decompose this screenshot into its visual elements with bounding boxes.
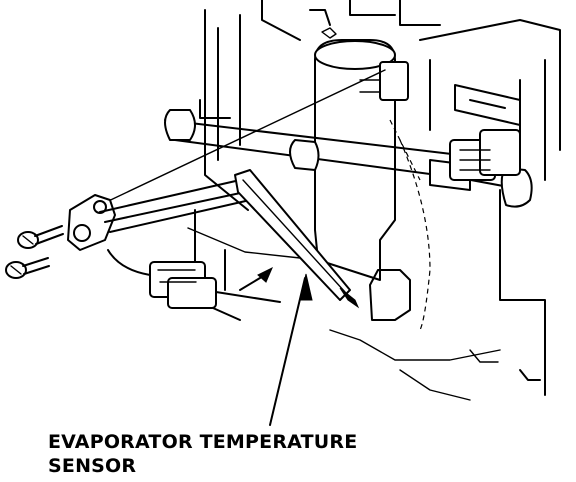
- screw-upper-icon: [17, 225, 64, 249]
- evaporator-body: [314, 27, 411, 321]
- callout-line-1: EVAPORATOR TEMPERATURE: [48, 431, 358, 453]
- sensor-bracket: [67, 179, 251, 251]
- screw-lower-icon: [5, 257, 50, 279]
- mounting-screws: [5, 225, 64, 279]
- wire-harness: [99, 69, 431, 331]
- callout-leader-line: [269, 273, 313, 426]
- evaporator-temperature-sensor-probe: [234, 169, 360, 309]
- harness-connector-right: [359, 61, 521, 181]
- sensor-plug-connector: [107, 249, 281, 309]
- evaporator-temperature-sensor-label: EVAPORATOR TEMPERATURE SENSOR: [48, 430, 357, 478]
- callout-line-2: SENSOR: [48, 455, 137, 477]
